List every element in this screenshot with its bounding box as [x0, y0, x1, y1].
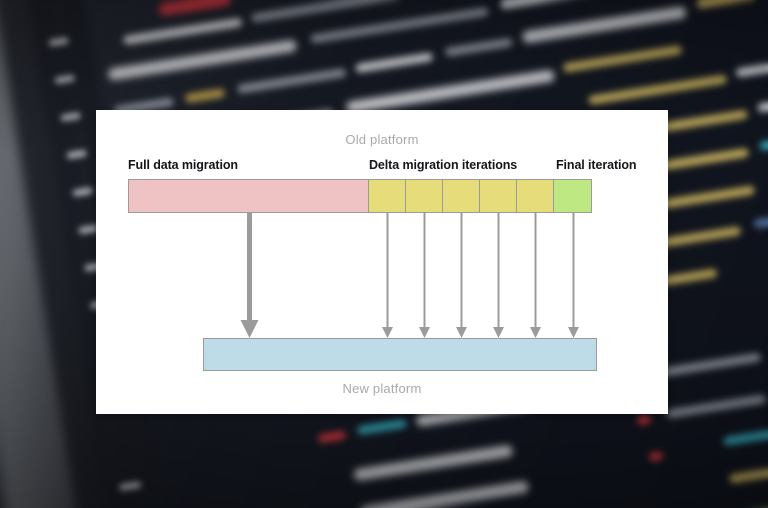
segment-delta-iteration-2: [405, 179, 443, 213]
segment-delta-iteration-1: [368, 179, 406, 213]
section-label-delta-migration-iterations: Delta migration iterations: [369, 158, 518, 172]
new-platform-bar: [203, 338, 597, 371]
new-platform-label: New platform: [342, 381, 422, 396]
section-label-full-data-migration: Full data migration: [128, 158, 238, 172]
segment-delta-iteration-4: [479, 179, 517, 213]
segment-delta-iteration-5: [516, 179, 554, 213]
migration-diagram: Old platform Full data migration Delta m…: [96, 110, 668, 414]
segment-delta-iteration-3: [442, 179, 480, 213]
old-platform-label: Old platform: [345, 132, 419, 147]
segment-full-data-migration: [128, 179, 369, 213]
segment-final-iteration: [553, 179, 592, 213]
old-platform-bar: [128, 179, 592, 213]
diagram-card: Old platform Full data migration Delta m…: [96, 110, 668, 414]
section-label-final-iteration: Final iteration: [556, 158, 637, 172]
